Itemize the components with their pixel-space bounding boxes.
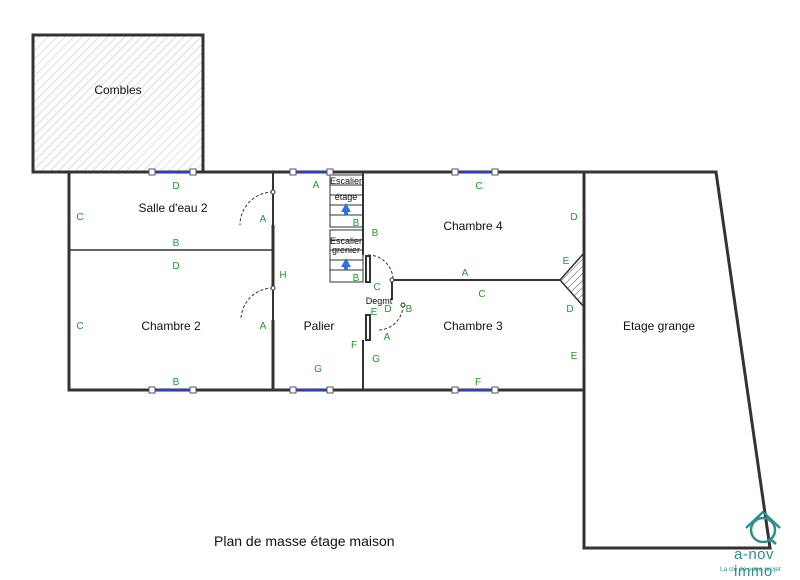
wall-code: B xyxy=(353,218,360,229)
wall-code: C xyxy=(76,212,83,223)
room-label-degmt: Degmt xyxy=(366,296,393,306)
wall-code: G xyxy=(372,354,380,365)
room-label-chambre-2: Chambre 2 xyxy=(141,319,201,333)
wall-code: C xyxy=(475,181,482,192)
wall-code: B xyxy=(173,377,180,388)
wall-code: B xyxy=(173,238,180,249)
wall-code: A xyxy=(260,321,267,332)
wall-code: A xyxy=(384,332,391,343)
wall-code: H xyxy=(279,270,286,281)
wall-code: C xyxy=(76,321,83,332)
door-leaves xyxy=(365,255,371,341)
wall-code: A xyxy=(462,268,469,279)
room-label-chambre-3: Chambre 3 xyxy=(443,319,503,333)
room-label-salle-eau-2: Salle d'eau 2 xyxy=(138,201,207,215)
wall-code: D xyxy=(566,304,573,315)
wall-code: C xyxy=(373,282,380,293)
wall-code: D xyxy=(172,181,179,192)
wall-codes: D C A B D C A B A H G F B B B C E D A G … xyxy=(76,180,577,388)
stair-etage xyxy=(329,174,364,228)
wall-code: F xyxy=(475,377,481,388)
room-label-palier: Palier xyxy=(304,319,335,333)
wall-code: D xyxy=(384,304,391,315)
room-label-combles: Combles xyxy=(94,83,141,97)
room-etage-grange xyxy=(582,170,772,550)
stair-label-etage-1: Escalier xyxy=(330,176,362,186)
stair-label-grenier-1: Escalier xyxy=(330,236,362,246)
a-nov-immo-logo xyxy=(745,510,781,545)
wall-code: F xyxy=(351,340,357,351)
stair-arrow-icon xyxy=(341,203,351,270)
wall-code: A xyxy=(313,180,320,191)
wall-code: D xyxy=(172,261,179,272)
door-hinges xyxy=(270,189,406,308)
wall-code: B xyxy=(372,228,379,239)
wall-code: A xyxy=(260,214,267,225)
wall-code: G xyxy=(314,364,322,375)
doors xyxy=(239,191,404,331)
room-label-chambre-4: Chambre 4 xyxy=(443,219,503,233)
wall-code: D xyxy=(570,212,577,223)
wall-code: B xyxy=(353,273,360,284)
wall-code: B xyxy=(406,304,413,315)
chimney xyxy=(558,251,585,309)
stair-label-grenier-2: grenier xyxy=(332,245,360,255)
wall-code: E xyxy=(563,256,570,267)
room-label-etage-grange: Etage grange xyxy=(623,319,695,333)
room-combles xyxy=(31,33,205,174)
logo-tagline: La clé de votre projet xyxy=(720,566,781,573)
windows xyxy=(152,171,495,391)
stair-label-etage-2: étage xyxy=(335,192,358,202)
window-frames xyxy=(148,168,499,394)
wall-code: E xyxy=(371,307,378,318)
wall-code: E xyxy=(571,351,578,362)
plan-caption: Plan de masse étage maison xyxy=(214,533,395,549)
logo-wordmark: a-nov immo xyxy=(734,546,775,580)
wall-code: C xyxy=(478,289,485,300)
